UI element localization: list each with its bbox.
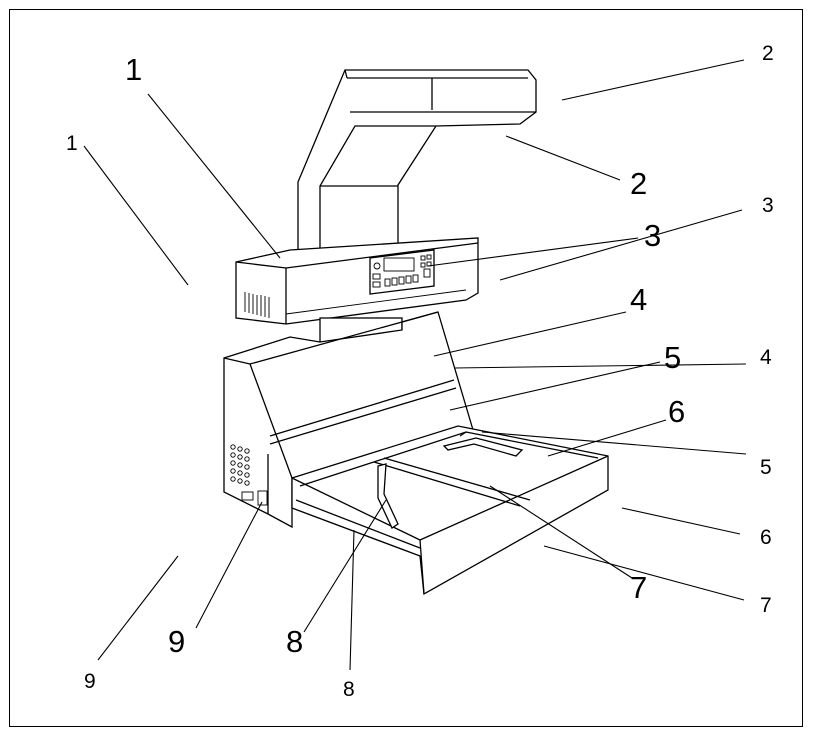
callout-small-5: 5 xyxy=(760,456,772,479)
vent-grille xyxy=(244,292,270,318)
figure-frame xyxy=(9,9,803,727)
tray-guide-front xyxy=(377,463,399,529)
callout-large-6: 6 xyxy=(668,394,685,429)
callout-small-3: 3 xyxy=(762,194,774,217)
callout-large-9: 9 xyxy=(168,624,185,659)
callout-small-6: 6 xyxy=(760,526,772,549)
callout-small-9: 9 xyxy=(84,670,96,693)
control-unit xyxy=(235,237,479,325)
tray-guide-rear xyxy=(442,437,524,457)
document-tray xyxy=(291,425,609,596)
callout-small-2: 2 xyxy=(762,42,774,65)
leader-lines xyxy=(83,59,747,671)
callout-small-8: 8 xyxy=(343,678,355,701)
port xyxy=(241,491,254,501)
callout-small-7: 7 xyxy=(760,594,772,617)
callout-large-2: 2 xyxy=(630,166,647,201)
base-housing xyxy=(223,311,477,529)
callout-large-3: 3 xyxy=(644,218,661,253)
callout-small-1: 1 xyxy=(66,132,78,155)
callout-large-5: 5 xyxy=(664,340,681,375)
callout-small-4: 4 xyxy=(760,346,772,369)
callout-large-7: 7 xyxy=(630,570,647,605)
callout-large-4: 4 xyxy=(630,282,647,317)
callout-large-1: 1 xyxy=(125,52,142,87)
overhead-arm xyxy=(297,69,537,256)
power-switch xyxy=(257,490,268,506)
callout-labels: 1 1 2 2 3 3 4 4 5 5 6 6 7 7 8 8 9 9 xyxy=(66,42,774,701)
callout-large-8: 8 xyxy=(286,624,303,659)
speaker-grille xyxy=(230,444,250,486)
control-panel xyxy=(369,249,435,295)
